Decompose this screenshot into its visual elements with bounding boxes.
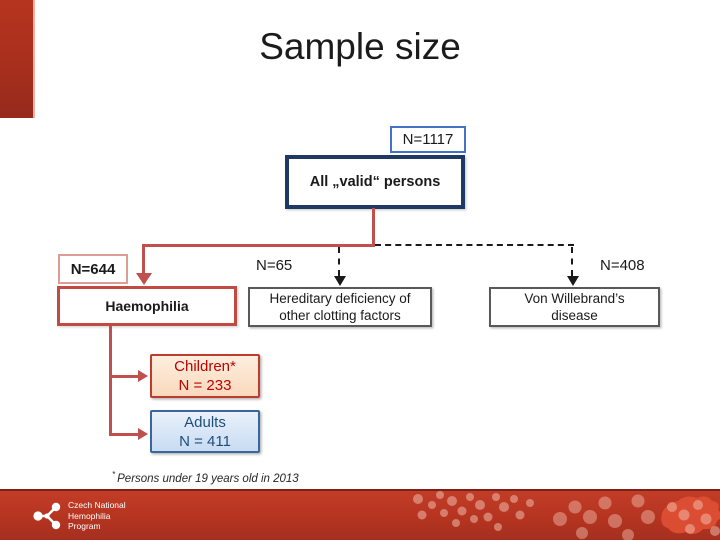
arrow-right-red-icon: [138, 428, 148, 440]
hereditary-box: Hereditary deficiency of other clotting …: [248, 287, 432, 327]
logo-line-3: Program: [68, 521, 101, 531]
connector-dashed-hereditary: [338, 247, 340, 276]
arrow-down-black-icon: [567, 276, 579, 286]
children-label: Children*: [174, 358, 236, 375]
adults-count: N = 411: [179, 432, 231, 450]
haemophilia-box: Haemophilia: [57, 286, 237, 326]
vwd-count-label: N=408: [600, 257, 645, 274]
logo-text: Czech National Hemophilia Program: [68, 500, 126, 532]
arrow-right-red-icon: [138, 370, 148, 382]
cnhp-logo: Czech National Hemophilia Program: [33, 500, 126, 532]
arrow-down-black-icon: [334, 276, 346, 286]
molecule-dot-pattern: [413, 491, 720, 540]
left-accent-bar: [0, 0, 35, 118]
footnote-text: Persons under 19 years old in 2013: [117, 472, 299, 485]
children-count: N = 233: [178, 377, 232, 394]
connector-children: [109, 375, 140, 378]
page-title: Sample size: [259, 26, 461, 67]
hereditary-count-label: N=65: [256, 257, 293, 274]
vwd-line1: Von Willebrand’s: [524, 291, 625, 306]
hereditary-line1: Hereditary deficiency of: [269, 291, 411, 306]
connector-root-down: [372, 208, 375, 247]
logo-line-1: Czech National: [68, 500, 126, 510]
connector-horizontal-red: [142, 244, 375, 247]
vwd-line2: disease: [551, 308, 598, 323]
footer-bar: Czech National Hemophilia Program: [0, 489, 720, 540]
adults-label: Adults: [184, 413, 226, 431]
all-valid-persons-box: All „valid“ persons: [285, 155, 465, 209]
connector-dashed-horizontal: [375, 244, 574, 246]
haemophilia-count-box: N=644: [58, 254, 128, 284]
molecule-icon: [33, 502, 61, 529]
connector-adults: [109, 433, 140, 436]
children-box: Children* N = 233: [150, 354, 260, 398]
footnote: *Persons under 19 years old in 2013: [112, 470, 299, 485]
logo-line-2: Hemophilia: [68, 510, 111, 521]
hereditary-line2: other clotting factors: [279, 308, 401, 323]
connector-haemophilia-down: [142, 244, 145, 275]
footnote-marker: *: [112, 470, 116, 479]
adults-box: Adults N = 411: [150, 410, 260, 453]
connector-subgroups-vertical: [109, 326, 112, 436]
connector-dashed-vwd: [571, 247, 573, 276]
total-count-box: N=1117: [390, 126, 466, 153]
von-willebrand-box: Von Willebrand’s disease: [489, 287, 660, 327]
arrow-down-red-icon: [136, 273, 152, 285]
